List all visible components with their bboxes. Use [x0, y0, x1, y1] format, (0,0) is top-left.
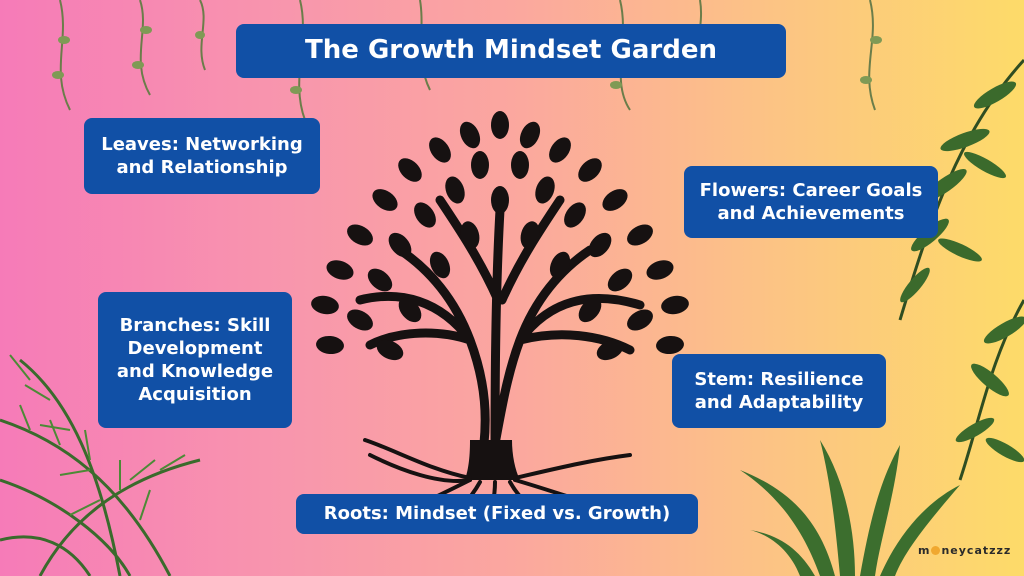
leafy-branch-icon: [898, 58, 1024, 481]
branches-label-line: Branches: Skill: [119, 314, 271, 336]
branches-label: Branches: Skill Development and Knowledg…: [98, 292, 292, 428]
leaves-label: Leaves: Networking and Relationship: [84, 118, 320, 194]
roots-label: Roots: Mindset (Fixed vs. Growth): [296, 494, 698, 534]
brand-suffix: neycatzzz: [941, 544, 1012, 557]
brand-logo: m neycatzzz: [918, 544, 1011, 557]
flowers-label-line: Flowers: Career Goals: [699, 179, 923, 201]
branches-label-line: Development: [127, 337, 263, 359]
palm-leaflets: [9, 354, 186, 521]
stem-label-line: and Adaptability: [694, 392, 864, 413]
brand-dot-icon: [931, 546, 941, 555]
tree-icon: [311, 111, 689, 527]
flowers-label: Flowers: Career Goals and Achievements: [684, 166, 938, 238]
brand-prefix: m: [918, 544, 931, 557]
agave-plant-icon: [740, 440, 960, 576]
stem-label-line: Stem: Resilience: [694, 368, 864, 390]
roots-label-line: Roots: Mindset (Fixed vs. Growth): [323, 503, 671, 525]
leaves-label-line: and Relationship: [116, 157, 288, 178]
flowers-label-line: and Achievements: [717, 203, 905, 224]
branches-label-line: and Knowledge: [116, 361, 274, 382]
stem-label: Stem: Resilience and Adaptability: [672, 354, 886, 428]
branches-label-line: Acquisition: [138, 384, 252, 406]
title-text: The Growth Mindset Garden: [305, 35, 717, 66]
leaves-label-line: Leaves: Networking: [101, 133, 303, 155]
page-title: The Growth Mindset Garden: [236, 24, 786, 78]
